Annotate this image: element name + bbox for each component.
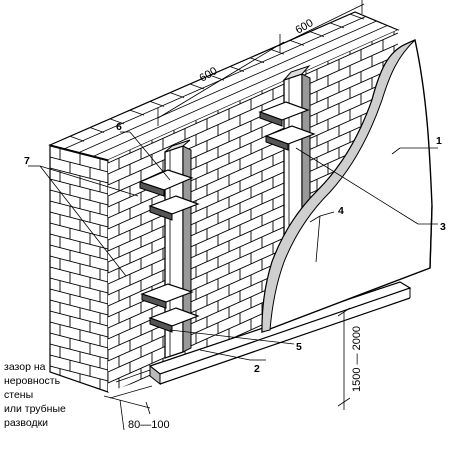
bracket-right-upper-1 <box>258 101 310 127</box>
callout-7: 7 <box>24 155 30 167</box>
brick-wall-side <box>50 145 108 392</box>
leader-lines <box>28 131 438 361</box>
gypsum-board-sheet <box>261 39 433 334</box>
dimension-vertical: 1500 — 2000 <box>351 326 363 392</box>
bracket-left-lower-2 <box>148 307 200 333</box>
callout-1: 1 <box>436 135 442 147</box>
callout-5: 5 <box>296 341 302 353</box>
bracket-left-upper-1 <box>138 169 194 197</box>
gap-note-line-1: зазор на <box>4 361 46 373</box>
callout-2: 2 <box>254 363 260 375</box>
dimension-gap: 80—100 <box>128 419 170 431</box>
gap-note-line-5: разводки <box>4 417 49 429</box>
dimension-lines <box>103 0 365 431</box>
gap-note-line-2: неровность <box>4 375 61 387</box>
callout-6: 6 <box>116 121 122 133</box>
bracket-right-upper-2 <box>264 125 316 151</box>
gap-note-line-4: или трубные <box>4 403 66 415</box>
gap-note: зазор на неровность стены или трубные ра… <box>4 360 124 430</box>
bracket-left-lower-1 <box>140 283 194 309</box>
gap-note-line-3: стены <box>4 389 34 401</box>
callout-4: 4 <box>338 205 344 217</box>
callout-3: 3 <box>440 221 446 233</box>
bracket-left-upper-2 <box>148 195 200 221</box>
